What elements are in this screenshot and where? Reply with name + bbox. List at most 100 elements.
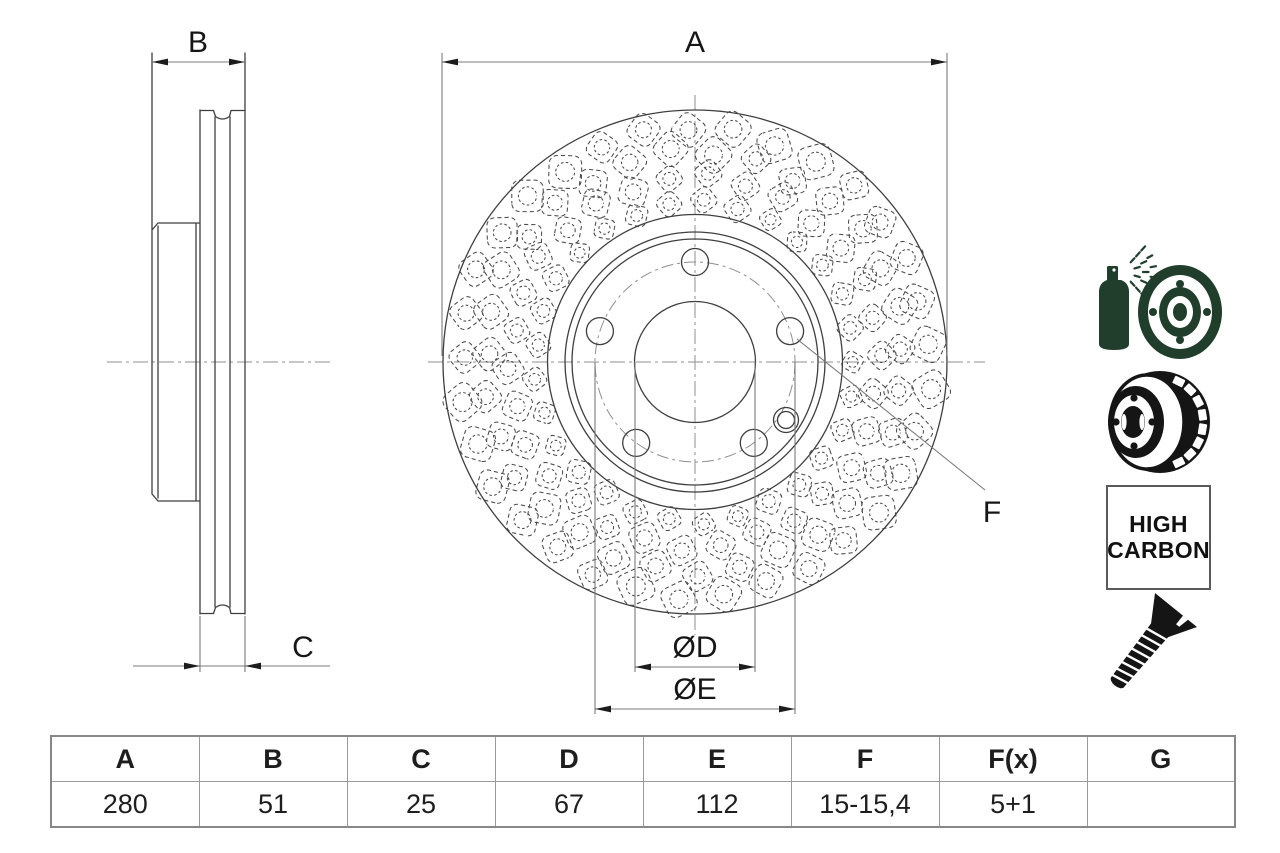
dimple [486,421,516,452]
hub-profile [151,52,201,502]
icon-bolt-dot [1112,418,1120,426]
dimple [815,258,829,272]
vent-slot [1192,436,1204,450]
table-header-cell: F [790,735,940,782]
dimple [652,130,689,168]
table-value-cell: 5+1 [938,781,1088,828]
dimple [482,251,520,289]
dimple [835,532,852,549]
dimple [742,517,772,547]
dimple [577,558,609,591]
dimension-b: B [152,26,245,66]
dimple [486,216,519,249]
dimple [784,172,801,190]
dimple [694,136,733,174]
dimple [885,333,916,365]
spray-dash [1129,257,1136,264]
dimension-d: ØD [634,362,756,672]
dimple [852,266,878,292]
dimple [801,517,836,552]
dimple [726,505,749,528]
dimple [843,459,861,477]
icon-bolt-dot [1176,336,1184,344]
spray-dash [1140,279,1148,284]
dimple [815,486,830,501]
dimple [620,153,639,172]
dimple [593,139,611,156]
dimple [509,323,524,338]
dimple [541,188,569,217]
dimple [862,457,894,489]
dimple [730,171,761,201]
dimple [889,240,924,276]
dimple [596,541,631,575]
dimple [499,360,517,377]
table-header-cell: C [346,735,496,782]
dimple [541,468,557,484]
dimple [921,379,942,400]
high-carbon-badge: HIGH CARBON [1106,485,1211,590]
dimple [839,384,864,409]
dimple [809,525,828,544]
bolt-hole [680,247,710,277]
dimple [624,203,649,228]
spray-dash [1129,280,1136,287]
arrowhead [635,663,651,671]
dimple [617,176,649,208]
spray-dash [1140,292,1147,299]
icon-bolt-dot [1130,394,1138,402]
vent-slot [1183,447,1197,461]
dimple [516,285,531,300]
dimple [622,499,649,525]
dimple [517,186,538,206]
dimple [491,351,525,386]
dimple [521,229,537,245]
spray-dash [1133,265,1141,270]
dimple [670,112,707,148]
dimple [448,341,482,374]
dimple [477,388,494,406]
dimple [705,575,743,613]
dimple [647,557,664,575]
dimension-e: ØE [594,362,796,714]
dimple [522,366,548,392]
table-value-cell: 112 [642,781,792,828]
dimple [874,347,890,364]
dimple [560,222,576,239]
dimple [626,112,661,147]
table-value-cell: 25 [346,781,496,828]
table-header-cell: E [642,735,792,782]
dimple [553,216,582,245]
dimple [843,320,858,335]
dim-label-a: A [685,26,705,59]
side-view-section [107,52,333,615]
dimple [858,303,887,333]
dimple [826,233,856,263]
dimple [528,372,542,386]
screw-slot [1176,615,1189,627]
dimple [555,161,576,182]
dimple [472,336,507,372]
dimple [691,512,716,537]
dimple [892,341,908,357]
dimple [628,521,661,555]
dimple [737,178,754,194]
spray-can-body [1099,280,1129,350]
dimple [679,121,698,139]
dimple [565,458,592,485]
table-value-cell: 67 [494,781,644,828]
dimple [491,260,511,280]
vented-disc-bore [1121,406,1145,438]
dimple [797,209,826,238]
ext-lines-d [634,362,756,672]
dimple [482,302,501,321]
table-header-cell: A [50,735,200,782]
dimple [501,390,533,422]
dimple [634,121,653,139]
table-value-row: 280 51 25 67 112 15-15,4 5+1 [50,781,1236,828]
dimple [836,314,864,342]
dimple [516,223,543,250]
dimple [492,428,510,445]
coated-disc-spray-icon [1099,245,1222,359]
arrowhead [931,58,947,66]
